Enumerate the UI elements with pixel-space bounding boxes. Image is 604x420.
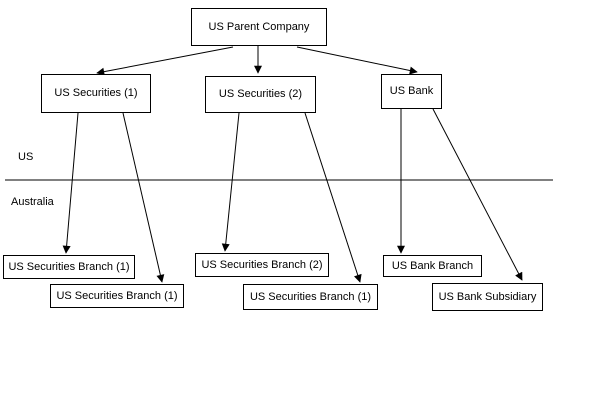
node-us-bank-branch: US Bank Branch: [383, 255, 482, 277]
edge-securities1-branch1b: [122, 112, 165, 283]
node-us-securities-branch-1a: US Securities Branch (1): [3, 255, 135, 279]
node-us-bank-subsidiary: US Bank Subsidiary: [432, 283, 543, 311]
edge-securities2-branch1c: [304, 112, 362, 283]
node-us-securities-branch-1b: US Securities Branch (1): [50, 284, 184, 308]
region-label-australia: Australia: [11, 196, 54, 208]
edge-securities2-branch2: [221, 112, 240, 252]
edge-parent-bank: [296, 46, 418, 75]
node-us-securities-branch-1c: US Securities Branch (1): [243, 284, 378, 310]
edge-securities1-branch1a: [62, 112, 79, 254]
node-us-bank: US Bank: [381, 74, 442, 109]
region-label-us: US: [18, 151, 34, 163]
node-us-securities-branch-2: US Securities Branch (2): [195, 253, 329, 277]
node-us-parent-company: US Parent Company: [191, 8, 327, 46]
edge-bank-subsidiary: [432, 108, 523, 281]
node-us-securities-2: US Securities (2): [205, 76, 316, 113]
edge-parent-securities1: [96, 46, 234, 76]
node-us-securities-1: US Securities (1): [41, 74, 151, 113]
